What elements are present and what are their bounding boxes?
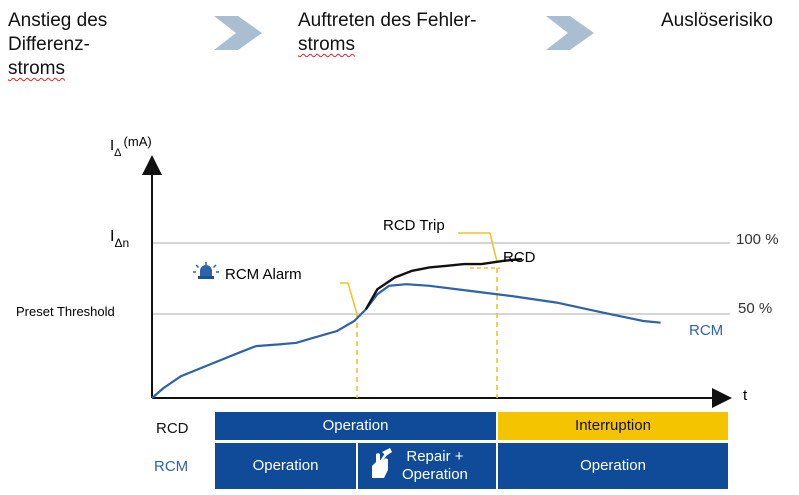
rcd-curve [364,257,523,310]
repair-hand-icon [372,448,392,478]
step-3-label: Auslöserisiko [661,10,773,31]
chevron-right-icon [546,16,594,50]
pct-100-label: 100 % [736,231,779,248]
trip-leader [458,232,498,263]
alarm-leader [340,282,358,315]
preset-threshold-label: Preset Threshold [16,304,115,319]
step-1-label: Anstieg des Differenz- stroms [8,10,108,79]
rcm-operation-segment-1: Operation [215,443,356,489]
rcm-curve [151,283,661,399]
row-label-rcd: RCD [156,420,189,437]
y-axis-label: IΔ(mA) [110,134,152,159]
i-delta-n-label: IΔn [110,228,129,250]
x-axis-label: t [743,387,748,404]
rcd-trip-label: RCD Trip [383,217,445,234]
rcm-operation-segment-2: Operation [498,443,728,489]
rcm-alarm-label: RCM Alarm [225,266,302,283]
rcd-interruption-segment: Interruption [498,412,728,440]
chevron-right-icon [214,16,262,50]
rcm-repair-segment: Repair + Operation [358,443,496,489]
alarm-light-icon [193,262,219,279]
step-2-label: Auftreten des Fehler- stroms [298,10,477,55]
rcd-curve-label: RCD [503,249,536,266]
pct-50-label: 50 % [738,300,772,317]
rcd-operation-segment: Operation [215,412,496,440]
row-label-rcm: RCM [154,458,189,475]
rcm-curve-label: RCM [689,322,723,339]
